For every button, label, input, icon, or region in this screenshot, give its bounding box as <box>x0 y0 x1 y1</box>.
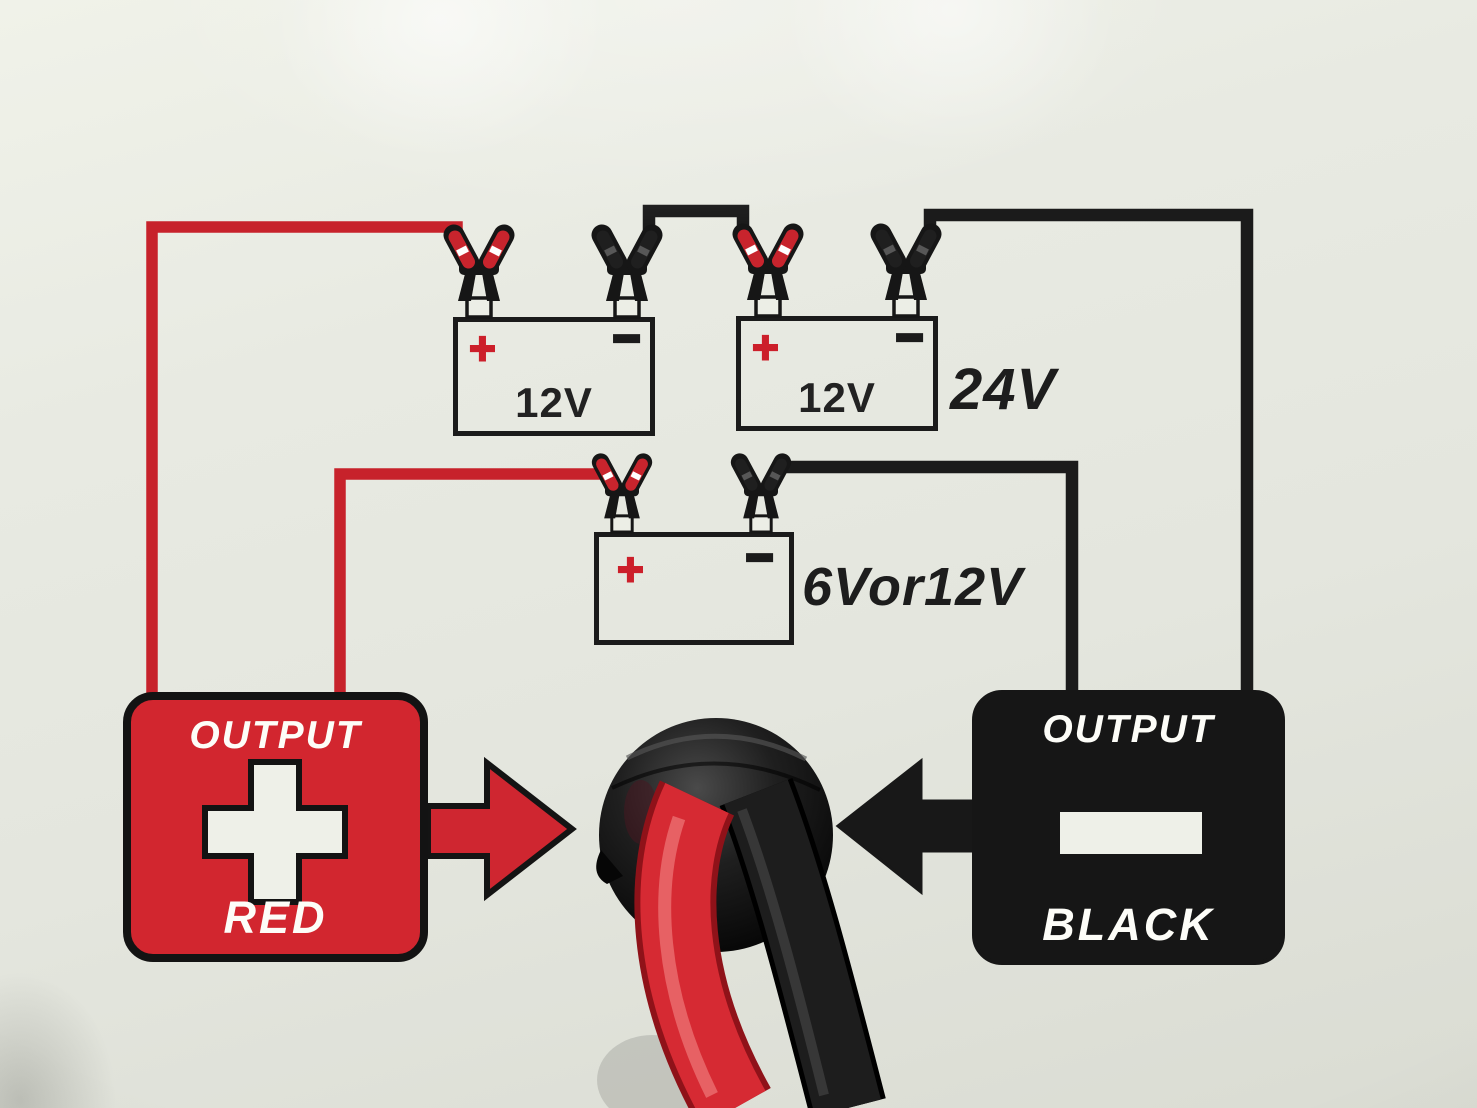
output-black-panel: OUTPUT BLACK <box>972 690 1285 965</box>
left-arrow-icon <box>835 757 974 896</box>
output-red-label: RED <box>223 892 328 943</box>
black-clamp-icon <box>602 235 652 317</box>
black-wire-single-branch <box>782 460 1079 692</box>
output-title: OUTPUT <box>189 714 362 757</box>
output-title: OUTPUT <box>1042 708 1215 751</box>
red-wire-series-branch <box>146 221 463 694</box>
black-clamp-icon <box>740 462 783 532</box>
output-black-label: BLACK <box>1042 899 1215 950</box>
red-clamp-icon <box>454 235 504 317</box>
minus-icon <box>1060 812 1202 854</box>
plus-icon <box>202 759 348 905</box>
black-clamp-icon <box>881 234 931 316</box>
red-wire-single-branch <box>334 468 601 694</box>
right-arrow-icon <box>425 756 577 902</box>
black-wire-series-branch <box>923 208 1254 693</box>
black-jumper-wire <box>642 204 750 243</box>
red-clamp-icon <box>601 462 644 532</box>
output-red-panel: OUTPUT RED <box>123 692 428 962</box>
red-clamp-icon <box>743 234 793 316</box>
